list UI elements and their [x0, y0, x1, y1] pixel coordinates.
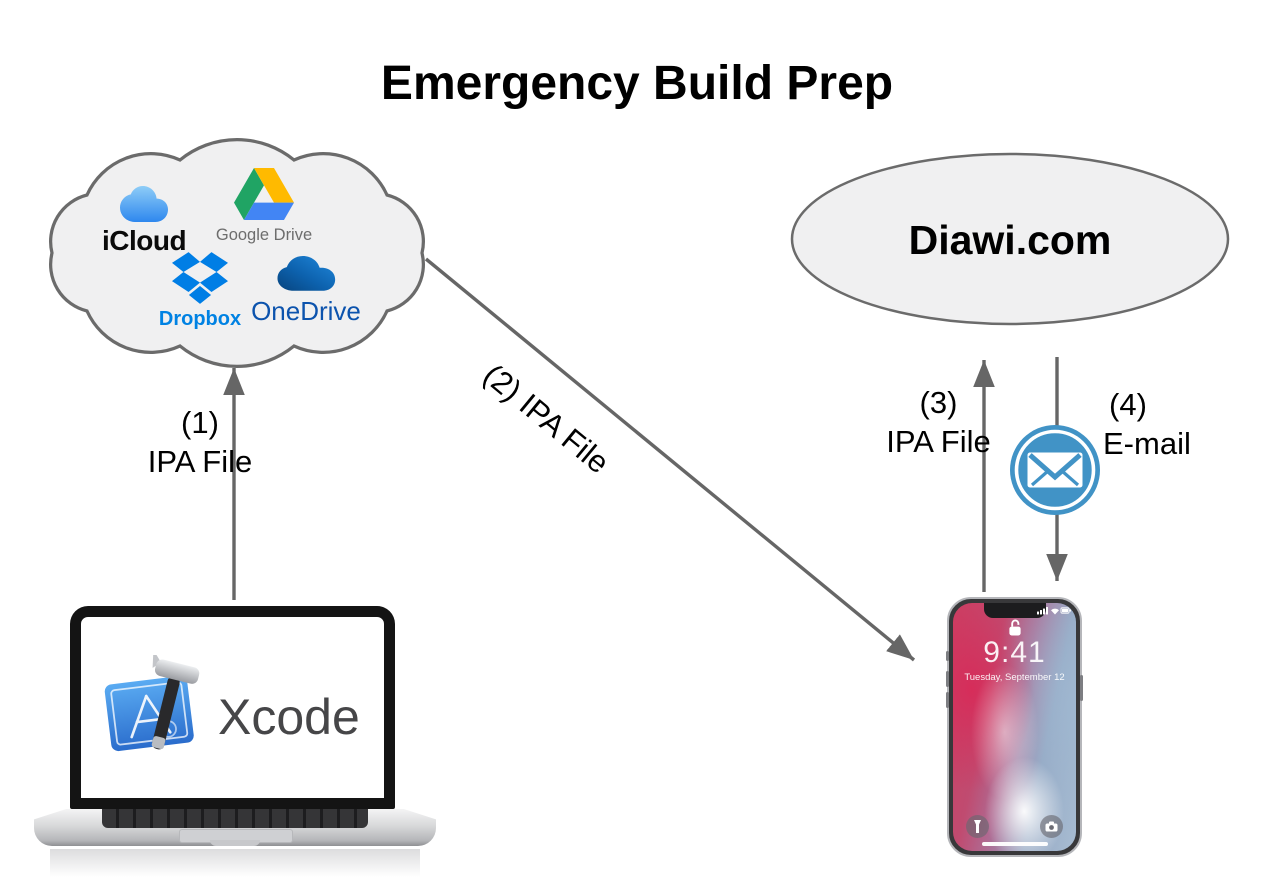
step-1-label: (1) IPA File — [126, 403, 274, 481]
flashlight-button[interactable] — [966, 815, 989, 838]
camera-icon — [1045, 821, 1058, 832]
hammer-icon — [151, 655, 200, 750]
phone-notch — [983, 603, 1046, 618]
laptop-keyboard — [102, 809, 368, 828]
phone-volume-down-button — [946, 692, 949, 708]
xcode-label: Xcode — [218, 689, 360, 745]
xcode-app-icon — [104, 655, 200, 752]
camera-button[interactable] — [1040, 815, 1063, 838]
onedrive-logo-group: OneDrive — [248, 254, 364, 327]
google-drive-label: Google Drive — [215, 226, 313, 244]
lockscreen-time: 9:41 — [983, 636, 1046, 669]
step-3-number: (3) — [919, 385, 958, 420]
iphone: 9:41 Tuesday, September 12 — [946, 597, 1083, 857]
step-4-number: (4) — [1109, 387, 1147, 422]
status-bar-icons — [1037, 607, 1071, 615]
step-3-label: (3) IPA File — [866, 383, 1011, 461]
email-icon — [1010, 425, 1100, 515]
laptop-reflection — [50, 849, 420, 877]
step-4-label: (4) E-mail — [1103, 385, 1191, 463]
icloud-label: iCloud — [101, 225, 187, 256]
laptop-lid-notch — [210, 840, 260, 846]
phone-power-button — [1080, 675, 1083, 701]
dropbox-label: Dropbox — [158, 308, 242, 330]
lockscreen-date: Tuesday, September 12 — [964, 672, 1065, 683]
step-1-text: IPA File — [147, 444, 253, 479]
icloud-icon — [120, 186, 168, 222]
laptop-screen: Xcode — [70, 606, 395, 809]
step-3-text: IPA File — [886, 424, 991, 459]
dropbox-icon — [172, 252, 228, 304]
diawi-ellipse — [790, 152, 1230, 326]
icloud-logo-group: iCloud — [96, 186, 192, 257]
step-1-number: (1) — [181, 405, 219, 440]
flashlight-icon — [974, 820, 981, 833]
onedrive-icon — [277, 256, 336, 291]
step-4-text: E-mail — [1103, 426, 1191, 461]
diawi-node-label: Diawi.com — [908, 217, 1112, 263]
phone-mute-switch — [946, 651, 949, 661]
phone-lockscreen: 9:41 Tuesday, September 12 — [953, 603, 1076, 851]
google-drive-icon — [234, 168, 294, 220]
page-title: Emergency Build Prep — [380, 57, 894, 110]
phone-volume-up-button — [946, 671, 949, 687]
laptop-base — [34, 809, 436, 846]
dropbox-logo-group: Dropbox — [158, 252, 242, 331]
unlock-icon — [1008, 619, 1021, 636]
arrow-2-cloud-to-phone — [424, 257, 916, 662]
home-indicator[interactable] — [981, 842, 1048, 846]
onedrive-label: OneDrive — [251, 296, 361, 326]
google-drive-logo-group: Google Drive — [216, 168, 312, 245]
